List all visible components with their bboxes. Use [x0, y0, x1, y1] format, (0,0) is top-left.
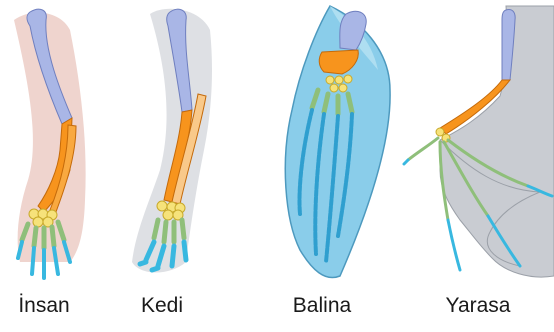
label-human: İnsan: [18, 294, 69, 317]
cat-leg: [132, 9, 212, 273]
whale-flipper: [285, 6, 390, 278]
label-whale: Balina: [293, 294, 352, 317]
bat-wing-membrane: [440, 6, 554, 277]
label-bat: Yarasa: [446, 294, 511, 317]
label-cat: Kedi: [141, 294, 183, 317]
bat-wing: [404, 6, 554, 277]
human-arm: [14, 9, 86, 278]
